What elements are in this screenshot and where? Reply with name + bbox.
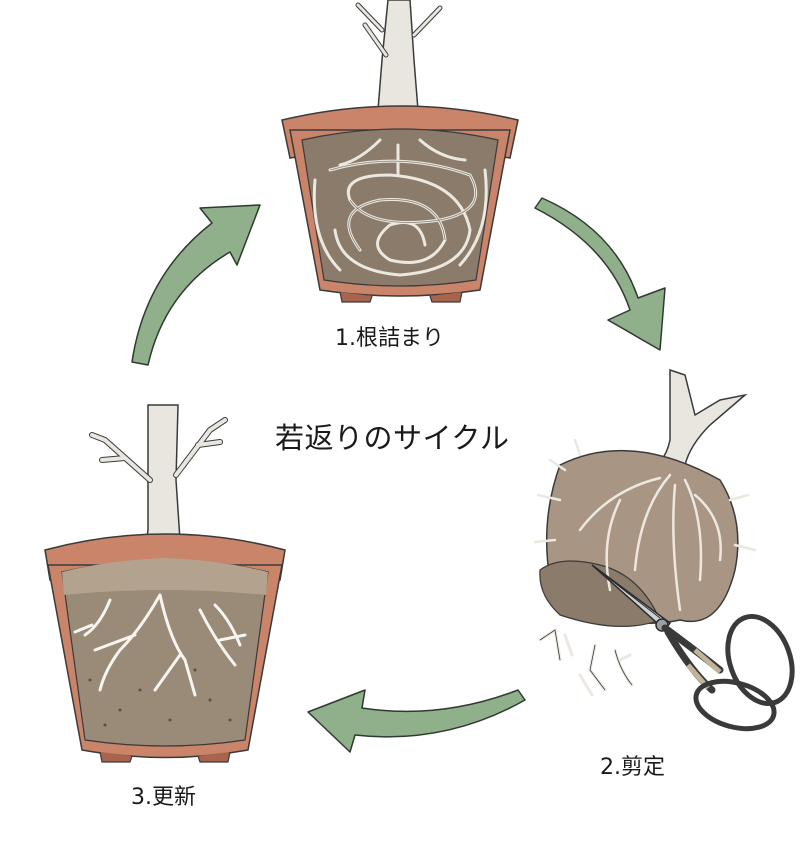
root-ball-pruning-icon bbox=[533, 368, 795, 732]
step-3-label: 3.更新 bbox=[131, 785, 196, 810]
step-1-label: 1.根詰まり bbox=[335, 326, 444, 351]
arrow-step3-to-step1-icon bbox=[131, 204, 261, 366]
root-bound-pot-icon bbox=[281, 0, 519, 303]
arrow-step1-to-step2-icon bbox=[534, 197, 666, 351]
arrow-step2-to-step3-icon bbox=[307, 689, 526, 753]
repotted-tree-icon bbox=[44, 404, 286, 763]
diagram-title: 若返りのサイクル bbox=[275, 421, 510, 455]
step-2-label: 2.剪定 bbox=[600, 755, 665, 780]
